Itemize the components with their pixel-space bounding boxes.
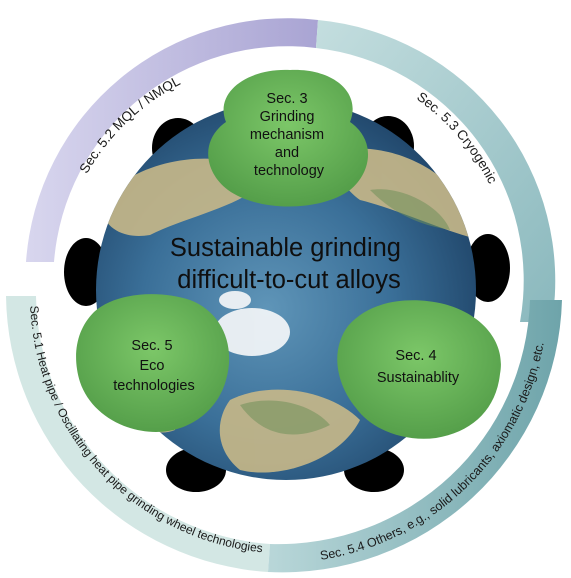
sec3-line-1: Sec. 3 bbox=[266, 91, 307, 107]
lobe-sec4-label: Sec. 4 Sustainablity bbox=[377, 348, 460, 386]
ring-band-sec53 bbox=[316, 20, 556, 322]
flap-right bbox=[466, 234, 510, 302]
center-title-line-2: difficult-to-cut alloys bbox=[177, 266, 400, 294]
sec5-line-3: technologies bbox=[113, 378, 194, 394]
sec5-line-1: Sec. 5 bbox=[131, 338, 172, 354]
lobe-sec3-label: Sec. 3 Grinding mechanism and technology bbox=[250, 91, 328, 179]
lobe-sec5 bbox=[76, 294, 230, 432]
center-title-line-1: Sustainable grinding bbox=[170, 234, 401, 262]
sec3-line-5: technology bbox=[254, 163, 325, 179]
sec4-line-2: Sustainablity bbox=[377, 370, 460, 386]
sec4-line-1: Sec. 4 bbox=[395, 348, 436, 364]
outer-ring bbox=[6, 18, 562, 573]
ring-band-sec54 bbox=[268, 300, 562, 573]
lobe-sec3 bbox=[208, 69, 369, 207]
sec3-line-3: mechanism bbox=[250, 127, 324, 143]
center-title: Sustainable grinding difficult-to-cut al… bbox=[170, 234, 408, 294]
lobe-sec5-label: Sec. 5 Eco technologies bbox=[113, 338, 194, 394]
sec5-line-2: Eco bbox=[139, 358, 164, 374]
ring-band-sec52 bbox=[26, 18, 318, 263]
lobe-sec4 bbox=[337, 300, 501, 439]
sec3-line-4: and bbox=[275, 145, 299, 161]
sec3-line-2: Grinding bbox=[260, 109, 315, 125]
ring-band-sec51 bbox=[6, 296, 270, 572]
